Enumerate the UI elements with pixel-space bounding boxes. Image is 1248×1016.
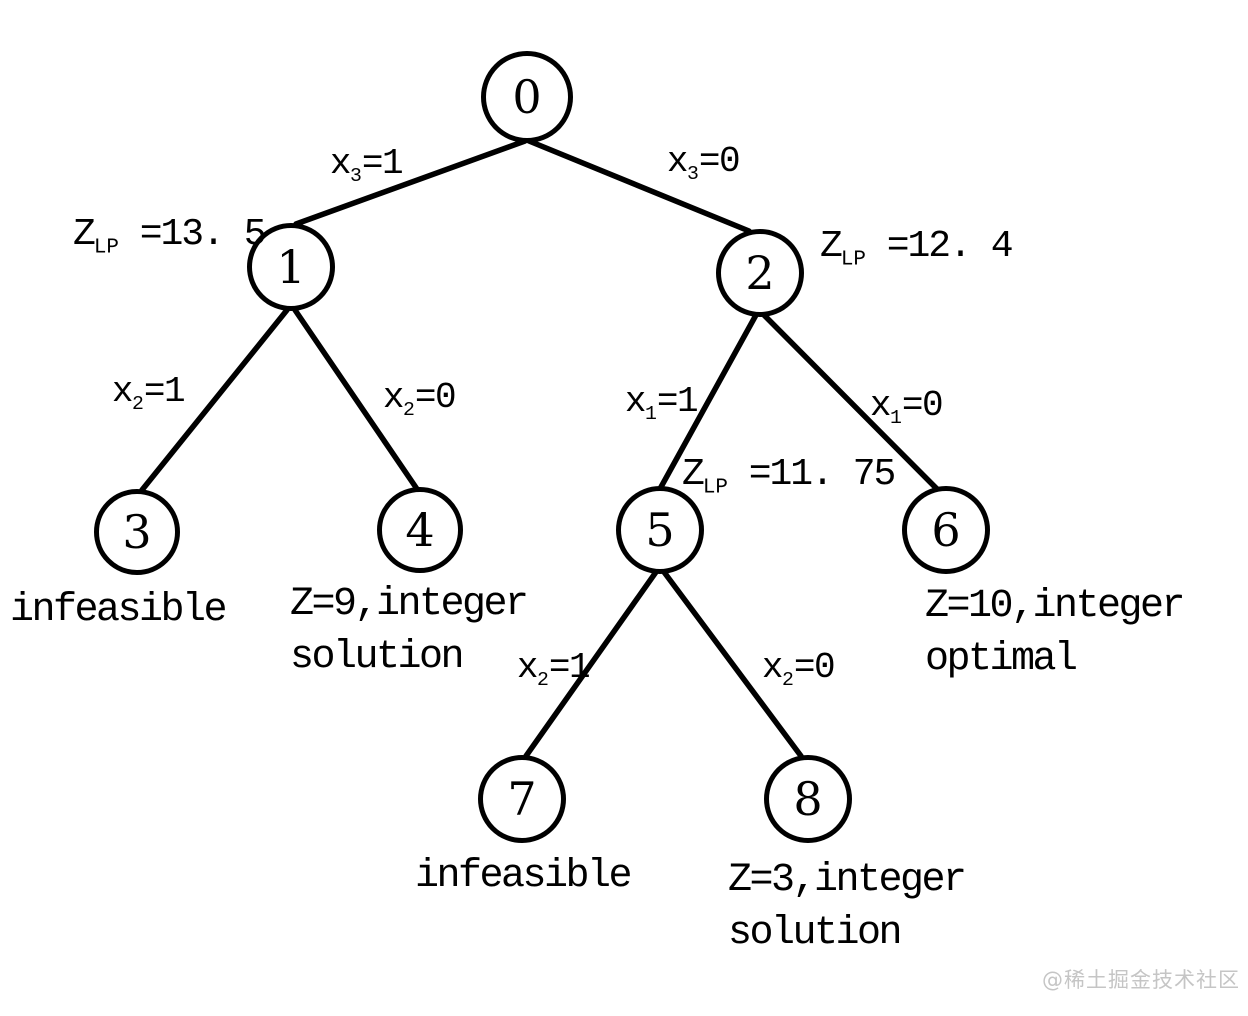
result-node-4-line1: Z=9,integer <box>290 582 529 627</box>
tree-node-0: 0 <box>481 51 573 143</box>
node-2-label: 2 <box>745 246 775 300</box>
result-node-7-line1: infeasible <box>415 854 633 899</box>
edge-1-3 <box>139 307 290 493</box>
tree-node-7: 7 <box>478 755 566 843</box>
edge-label-5-7: x2=1 <box>516 647 591 692</box>
result-node-6: Z=10,integer optimal <box>925 580 1186 686</box>
node-5-label: 5 <box>645 503 675 557</box>
node-8-label: 8 <box>793 772 823 826</box>
edge-5-8 <box>661 569 804 759</box>
edge-label-5-8: x2=0 <box>761 647 836 692</box>
tree-node-8: 8 <box>764 755 852 843</box>
node-7-label: 7 <box>507 772 537 826</box>
node-1-label: 1 <box>276 240 306 294</box>
node-6-label: 6 <box>931 503 961 557</box>
edge-label-2-5: x1=1 <box>624 381 699 426</box>
edge-label-1-4: x2=0 <box>382 377 457 422</box>
result-node-4-line2: solution <box>290 635 465 680</box>
lp-bound-node-5: ZLP =11. 75 <box>682 453 896 500</box>
result-node-4: Z=9,integer solution <box>290 578 529 684</box>
edge-1-4 <box>292 307 420 492</box>
lp-bound-node-1: ZLP =13. 5 <box>73 213 267 260</box>
result-node-8-line1: Z=3,integer <box>728 858 967 903</box>
result-node-8-line2: solution <box>728 911 903 956</box>
edge-2-6 <box>761 312 940 492</box>
edge-label-0-2: x3=0 <box>666 141 741 186</box>
watermark: @稀土掘金技术社区 <box>1042 968 1240 992</box>
edge-label-0-1: x3=1 <box>329 143 404 188</box>
edge-5-7 <box>523 569 659 759</box>
result-node-6-line2: optimal <box>925 637 1078 682</box>
tree-node-5: 5 <box>616 486 704 574</box>
lp-bound-node-2: ZLP =12. 4 <box>820 225 1014 272</box>
result-node-6-line1: Z=10,integer <box>925 584 1186 629</box>
edge-0-1 <box>293 138 528 227</box>
edge-label-2-6: x1=0 <box>869 385 944 430</box>
tree-node-2: 2 <box>716 229 804 317</box>
node-3-label: 3 <box>122 505 152 559</box>
node-4-label: 4 <box>405 503 435 557</box>
result-node-3: infeasible <box>10 584 228 637</box>
tree-node-6: 6 <box>902 486 990 574</box>
edge-0-2 <box>526 138 752 234</box>
result-node-8: Z=3,integer solution <box>728 854 967 960</box>
node-0-label: 0 <box>512 70 542 124</box>
result-node-7: infeasible <box>415 850 633 903</box>
edge-2-5 <box>658 312 759 490</box>
result-node-3-line1: infeasible <box>10 588 228 633</box>
edge-label-1-3: x2=1 <box>111 371 186 416</box>
tree-node-3: 3 <box>94 489 180 575</box>
tree-node-4: 4 <box>377 487 463 573</box>
tree-node-1: 1 <box>247 223 335 311</box>
